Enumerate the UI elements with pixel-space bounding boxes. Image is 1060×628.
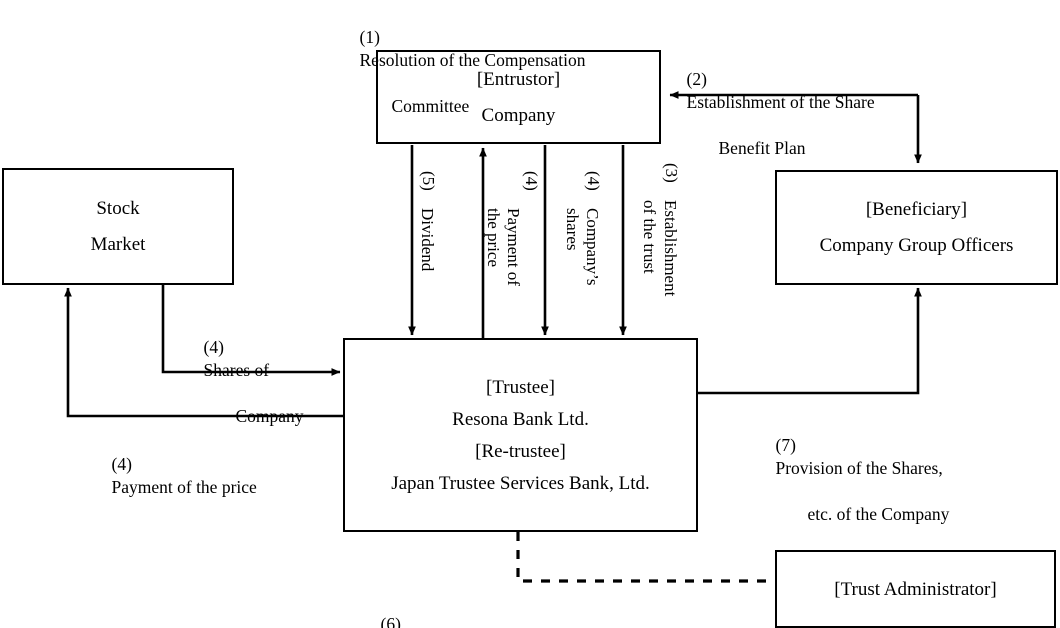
label-flow-7-line2: etc. of the Company xyxy=(807,504,950,524)
connector-voting-rights-instructions xyxy=(516,532,775,583)
label-flow-5-num: (5) xyxy=(419,171,438,191)
label-flow-5-line1: Dividend xyxy=(418,208,437,272)
label-flow-2-num: (2) xyxy=(686,69,707,89)
connector-provision-of-shares xyxy=(698,287,922,395)
trustee-name: Resona Bank Ltd. xyxy=(452,408,589,430)
label-flow-4a-line2: shares xyxy=(563,208,582,251)
label-flow-2: (2) Establishment of the Share Benefit P… xyxy=(669,45,875,183)
beneficiary-role: [Beneficiary] xyxy=(865,199,968,220)
label-flow-4c-line1: Shares of xyxy=(203,360,270,380)
label-flow-3-line2: of the trust xyxy=(640,200,659,274)
label-flow-4b-line2: the price xyxy=(484,208,503,267)
label-flow-4c-num: (4) xyxy=(203,337,224,357)
label-flow-7: (7) Provision of the Shares, etc. of the… xyxy=(758,411,950,549)
label-flow-4-shares-of-company: (4) Shares of Company xyxy=(186,313,304,451)
stock-market-line1: Stock xyxy=(96,198,140,219)
label-flow-6-num: (6) xyxy=(380,614,401,628)
label-flow-1-line1: Resolution of the Compensation xyxy=(359,50,586,70)
label-flow-4d-num: (4) xyxy=(111,454,132,474)
label-flow-4d-line1: Payment of the price xyxy=(111,477,257,497)
label-flow-4a-line1: Company’s xyxy=(583,208,602,286)
label-flow-4b-num: (4) xyxy=(522,171,541,191)
label-flow-3-line1: Establishment xyxy=(661,200,680,297)
label-flow-1-line2: Committee xyxy=(391,96,470,116)
node-trust-administrator[interactable]: [Trust Administrator] xyxy=(775,550,1056,628)
trust-administrator-role: [Trust Administrator] xyxy=(834,578,997,600)
trustee-role: [Trustee] xyxy=(486,376,555,398)
label-flow-2-line1: Establishment of the Share xyxy=(686,92,875,112)
node-beneficiary[interactable]: [Beneficiary] Company Group Officers xyxy=(775,170,1058,285)
label-flow-4a-num: (4) xyxy=(584,171,603,191)
stock-market-line2: Market xyxy=(90,234,146,255)
beneficiary-name: Company Group Officers xyxy=(819,235,1014,256)
label-flow-3-num: (3) xyxy=(662,163,681,183)
node-stock-market[interactable]: Stock Market xyxy=(2,168,234,285)
label-flow-6: (6) Instructions not to exercise voting … xyxy=(363,590,667,628)
label-flow-2-line2: Benefit Plan xyxy=(718,138,806,158)
node-entrustor[interactable]: [Entrustor] Company xyxy=(376,50,661,144)
node-trustee[interactable]: [Trustee] Resona Bank Ltd. [Re-trustee] … xyxy=(343,338,698,532)
label-flow-1-num: (1) xyxy=(359,27,380,47)
retrustee-role: [Re-trustee] xyxy=(475,440,566,462)
label-flow-7-line1: Provision of the Shares, xyxy=(775,458,943,478)
label-flow-4b-line1: Payment of xyxy=(504,208,523,286)
retrustee-name: Japan Trustee Services Bank, Ltd. xyxy=(391,472,650,494)
label-flow-7-num: (7) xyxy=(775,435,796,455)
entrustor-role: [Entrustor] xyxy=(476,68,561,90)
label-flow-4c-line2: Company xyxy=(235,406,304,426)
label-flow-4-payment-of-the-price: (4) Payment of the price xyxy=(94,430,257,522)
entrustor-name: Company xyxy=(481,104,556,126)
label-flow-1: (1) Resolution of the Compensation Commi… xyxy=(342,3,586,141)
